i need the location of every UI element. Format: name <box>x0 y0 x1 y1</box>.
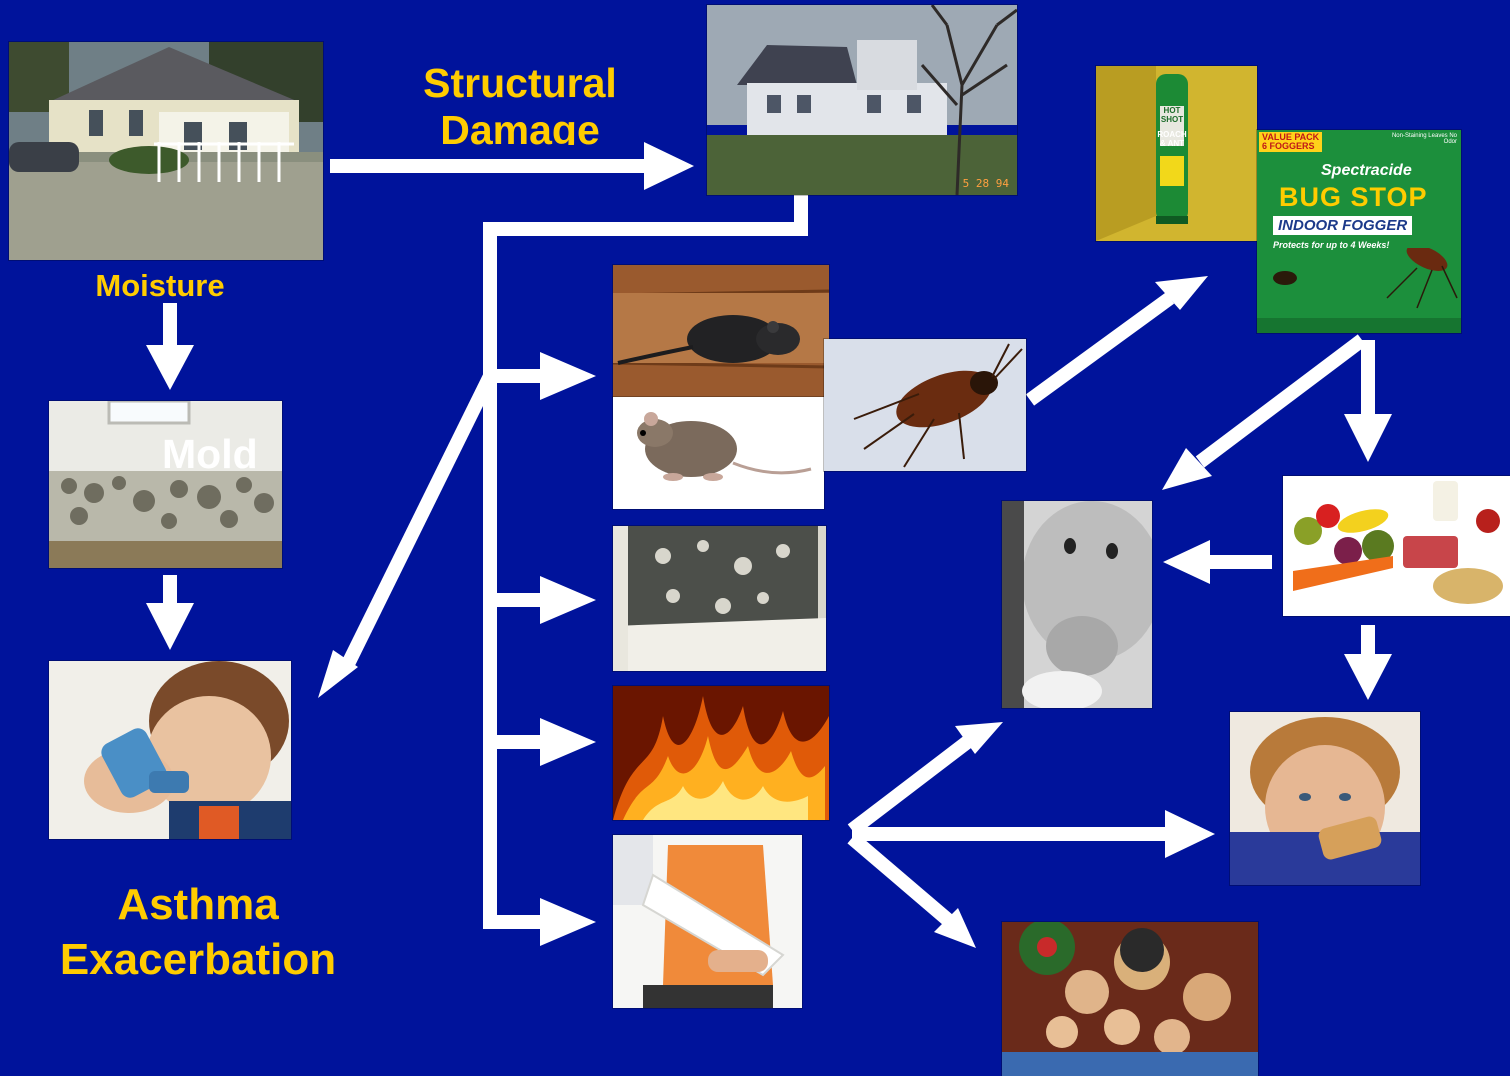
arrowhead <box>1344 654 1392 700</box>
arrow-injury-to-family <box>847 832 953 926</box>
protects-text: Protects for up to 4 Weeks! <box>1273 240 1390 250</box>
bug-stop-box-photo: VALUE PACK 6 FOGGERS Non-Staining Leaves… <box>1257 130 1461 333</box>
baby-photo <box>1002 501 1152 708</box>
child-inhaler-photo <box>49 661 291 839</box>
family-photo <box>1002 922 1258 1076</box>
arrowhead <box>1162 448 1212 490</box>
moisture-label: Moisture <box>95 268 225 303</box>
value-pack-text: VALUE PACK <box>1262 132 1320 142</box>
structural-damage-line-2: Damage <box>440 107 600 146</box>
brand-text: Spectracide <box>1321 162 1412 179</box>
arrowhead <box>540 352 596 400</box>
arrowhead <box>146 345 194 390</box>
foggers-text: 6 FOGGERS <box>1262 141 1315 151</box>
arrowhead <box>955 722 1003 754</box>
fire-photo <box>613 686 829 820</box>
arrowhead <box>1155 276 1208 310</box>
hot-shot-line-1: HOT <box>1163 106 1181 115</box>
arrowhead <box>644 142 694 190</box>
structural-damage-label: Structural Damage <box>395 60 645 145</box>
peeling-paint-photo <box>613 526 826 671</box>
hot-shot-can-photo: HOT SHOT ROACH & ANT <box>1096 66 1257 241</box>
structural-damage-line-1: Structural <box>423 60 617 106</box>
mold-label: Mold <box>162 431 258 477</box>
no-odor-text: Non-Staining Leaves No Odor <box>1391 133 1457 145</box>
boy-eating-photo <box>1230 712 1420 885</box>
damaged-house-photo: 5 28 94 <box>707 5 1017 195</box>
hot-shot-line-2: SHOT <box>1160 115 1184 124</box>
mold-wall-photo: Mold <box>49 401 282 568</box>
arm-sling-photo <box>613 835 802 1008</box>
arrowhead <box>146 603 194 650</box>
arrow-injury-to-baby <box>847 734 975 836</box>
arrowhead <box>1165 810 1215 858</box>
photo-date-stamp: 5 28 94 <box>962 177 1009 190</box>
arrowhead <box>1344 414 1392 462</box>
arrow-to-pesticides <box>1025 292 1175 406</box>
value-pack-badge: VALUE PACK 6 FOGGERS <box>1259 132 1323 152</box>
food-photo <box>1283 476 1510 616</box>
hot-shot-line-3: ROACH <box>1157 130 1187 139</box>
arrowhead <box>934 908 976 948</box>
indoor-fogger-text: INDOOR FOGGER <box>1273 216 1413 235</box>
damage-branch-line <box>483 190 808 929</box>
asthma-line-1: Asthma <box>117 880 279 929</box>
arrow-pesticide-to-baby <box>1195 334 1367 468</box>
rat-white-photo <box>613 397 824 509</box>
arrowhead <box>540 898 596 946</box>
arrowhead <box>540 718 596 766</box>
flooded-house-photo <box>9 42 323 260</box>
asthma-label: Asthma Exacerbation <box>40 877 356 987</box>
arrow-to-asthma <box>341 372 497 668</box>
arrowhead <box>540 576 596 624</box>
arrowhead <box>1163 540 1210 584</box>
hot-shot-text: HOT SHOT ROACH & ANT <box>1156 106 1188 148</box>
cockroach-photo <box>824 339 1026 471</box>
arrowhead <box>318 650 358 698</box>
asthma-line-2: Exacerbation <box>59 935 337 984</box>
hot-shot-line-4: & ANT <box>1159 139 1185 148</box>
rat-on-wood-photo <box>613 265 829 397</box>
bug-stop-name: BUG STOP <box>1279 182 1428 212</box>
